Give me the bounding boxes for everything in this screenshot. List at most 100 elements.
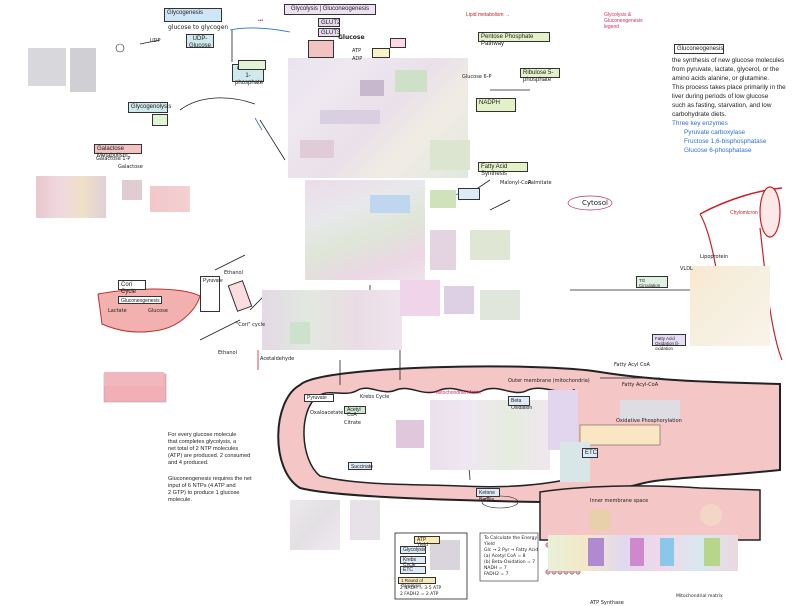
blur-block (430, 190, 456, 208)
beta-ox-box: Beta Oxidation (508, 396, 532, 411)
enzyme-box (152, 114, 168, 126)
glut2-box: GLUT2 (318, 18, 340, 27)
enzyme-item: Pyruvate carboxylase (684, 129, 746, 136)
succinate-label: Succinate (351, 464, 373, 470)
atp-total-line: 2 FADH2 = 2 ATP (400, 592, 439, 597)
pyruvate-box: Pyruvate (304, 394, 334, 402)
note-line: such as fasting, starvation, and low (672, 102, 772, 109)
cori-title: Cori Cycle (121, 282, 137, 295)
blur-block (28, 48, 66, 86)
gluconeo-heading-box: Gluconeogenesis (674, 44, 724, 54)
tg-label: TG Circulation (639, 278, 661, 288)
atp-total-line: 2 NADH = 3-5 ATP (400, 586, 442, 591)
glucose-6p-box (238, 60, 266, 70)
enzyme-item: Glucose 6-phosphatase (684, 147, 752, 154)
malonyl-label: Malonyl-CoA (500, 180, 532, 186)
atp-total: 1 Round of Glycolysis (401, 578, 424, 588)
blur-block (395, 70, 427, 92)
etc-membrane (579, 424, 661, 446)
regulation-box (308, 40, 334, 58)
glycolysis-title-box: Glycolysis | Gluconeogenesis (284, 4, 376, 15)
legend-note: Glycolysis & Gluconeogenesis legend (604, 12, 643, 30)
blur-block (444, 286, 474, 314)
cori-title-box: Cori Cycle (118, 280, 146, 295)
galactose-sub: Galactose 1-P (96, 156, 131, 162)
glut3-label: GLUT3 (321, 30, 341, 36)
blur-block (350, 500, 380, 540)
note-line: For every glucose molecule (168, 432, 237, 438)
blur-block (590, 510, 610, 530)
blur-block (430, 140, 470, 170)
glycogen-caption: glucose to glycogen (168, 24, 229, 31)
blur-block (630, 538, 644, 566)
note-line: molecule. (168, 497, 192, 503)
blur-block (320, 110, 380, 124)
note-line: from pyruvate, lactate, glycerol, or the (672, 66, 779, 73)
blur-block (480, 290, 520, 320)
gluconeo-notes: the synthesis of new glucose molecules f… (672, 56, 790, 155)
glycogenolysis-box: Glycogenolysis (128, 102, 172, 113)
note-line: (ATP) are produced. 2 consumed (168, 453, 251, 459)
pentose-detail-box: NADPH (476, 98, 516, 112)
udp-label: UDP (150, 38, 161, 44)
blur-block (300, 140, 334, 158)
atp-label: ATP (352, 48, 362, 54)
glycogenesis-label: Glycogenesis (167, 10, 204, 16)
glycogenolysis-label: Glycogenolysis (131, 104, 172, 110)
note-line: the synthesis of new glucose molecules (672, 57, 785, 64)
glycogenesis-box: Glycogenesis (164, 8, 222, 22)
blur-block (470, 230, 510, 260)
atp-row-label: ETC (403, 567, 413, 573)
oxaloacetate-label: Oxaloacetate (310, 410, 344, 416)
note-line: liver during periods of low glucose (672, 93, 769, 100)
footer-label: Mitochondrial matrix (676, 594, 723, 599)
fatty-acyl-label: Fatty Acyl-CoA (622, 382, 659, 388)
cori-glucose: Glucose (148, 308, 168, 314)
etc-box: ETC (582, 448, 598, 458)
blur-block (430, 400, 550, 470)
energy-line: (a) Acetyl CoA = 8 (484, 554, 526, 559)
blood-vessel (699, 187, 783, 215)
acetyl-coa-box: Acetyl CoA (344, 406, 366, 418)
energy-line: Glc → 2 Pyr → Fatty Acid (484, 548, 539, 553)
nadph-label: NADPH (479, 100, 501, 106)
adp-label: ADP (352, 56, 363, 62)
enzymes-heading: Three key enzymes (672, 120, 728, 127)
blur-block (360, 80, 384, 96)
ribulose-label: Ribulose 5-phosphate (523, 70, 554, 83)
glucose6p-label: Glucose 6-P (462, 74, 492, 80)
atp-row-1: Glycolysis (400, 546, 426, 554)
lipoprotein-label: Lipoprotein (700, 254, 729, 260)
cori-pyruvate: Pyruvate (203, 278, 223, 284)
note-line: input of 6 NTPs (4 ATP and (168, 483, 236, 489)
galactose-box: Galactose Metabolism (94, 144, 142, 159)
gluconeo-heading: Gluconeogenesis (677, 46, 724, 52)
blur-block (262, 290, 402, 350)
note-line: carbohydrate diets. (672, 111, 727, 118)
beta-ox-label: Beta Oxidation (511, 398, 533, 411)
palmitate-label: Palmitate (528, 180, 552, 186)
glycolysis-title: Glycolysis | Gluconeogenesis (290, 6, 370, 12)
ketone-label: Ketone Bodies (479, 490, 495, 503)
cori-inner: Gluconeogenesis (121, 298, 160, 304)
blur-block (660, 538, 674, 566)
glut2-label: GLUT2 (321, 20, 341, 26)
citrate-label: Citrate (344, 420, 361, 426)
energy-line: FADH2 = 7 (484, 572, 509, 577)
fatty-title-box: Fatty Acid Synthesis (478, 162, 528, 177)
acetaldehyde-label: Acetaldehyde (260, 356, 295, 362)
energy-line: NADH = 7 (484, 566, 507, 571)
legend-arrow: Lipid metabolism → (466, 12, 510, 18)
atp-row-label: Krebs Cycle (403, 557, 417, 568)
fatty-title: Fatty Acid Synthesis (481, 164, 508, 177)
atp-row-label: Glycolysis (403, 547, 426, 553)
fatty-beta-box: Fatty Acid Oxidation β-oxidation (652, 334, 686, 351)
pentose-title: Pentose Phosphate Pathway (481, 34, 534, 47)
succinate-box: Succinate (348, 462, 373, 470)
mito-pyruvate: Pyruvate (307, 395, 327, 401)
note-line: that completes glycolysis, a (168, 439, 237, 445)
etc-label: ETC (585, 450, 597, 456)
note-line: 2 GTP) to produce 1 glucose (168, 490, 240, 496)
energy-title: To Calculate the Energy Yield (484, 536, 538, 547)
blur-block (104, 372, 164, 386)
